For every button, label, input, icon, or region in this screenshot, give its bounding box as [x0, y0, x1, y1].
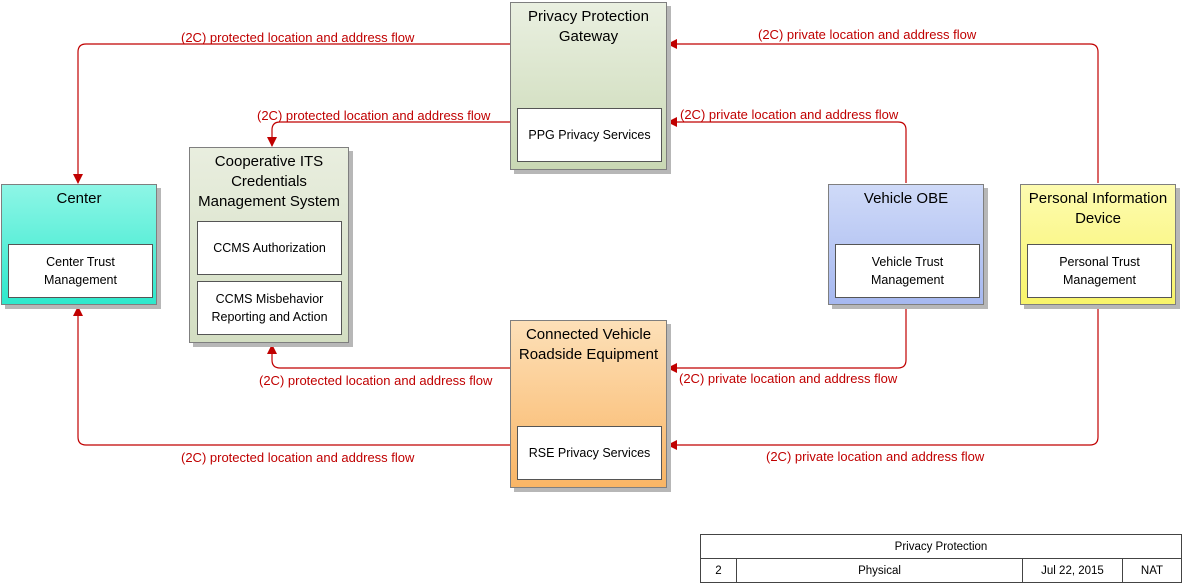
node-center[interactable]: Center Center Trust Management [1, 184, 157, 305]
flow-pid-to-ppg [667, 39, 1099, 183]
node-privacy-protection-gateway[interactable]: Privacy Protection Gateway PPG Privacy S… [510, 2, 667, 170]
node-title: Center [56, 190, 102, 207]
flow-obe-to-rse [667, 305, 907, 373]
vehicle-trust-management[interactable]: Vehicle Trust Management [835, 244, 980, 298]
flow-label-pid-ppg: (2C) private location and address flow [758, 27, 977, 42]
node-title: Privacy Protection Gateway [528, 8, 649, 45]
ccms-authorization[interactable]: CCMS Authorization [197, 221, 342, 275]
flow-label-obe-rse: (2C) private location and address flow [679, 371, 898, 386]
title-block-number: 2 [701, 559, 737, 583]
flow-rse-to-center [73, 306, 510, 446]
flow-label-obe-ppg: (2C) private location and address flow [680, 107, 899, 122]
node-personal-information-device[interactable]: Personal Information Device Personal Tru… [1020, 184, 1176, 305]
flow-rse-to-ccms [267, 344, 510, 369]
node-vehicle-obe[interactable]: Vehicle OBE Vehicle Trust Management [828, 184, 984, 305]
flow-label-rse-ccms: (2C) protected location and address flow [259, 373, 493, 388]
node-title: Vehicle OBE [863, 190, 949, 207]
ppg-privacy-services[interactable]: PPG Privacy Services [517, 108, 662, 162]
flow-ppg-to-center [73, 43, 510, 184]
node-title: Connected Vehicle Roadside Equipment [518, 326, 659, 363]
title-block: Privacy Protection 2 Physical Jul 22, 20… [700, 534, 1182, 583]
node-title: Cooperative ITS Credentials Management S… [198, 153, 340, 210]
title-block-view: Physical [737, 559, 1023, 583]
title-block-date: Jul 22, 2015 [1023, 559, 1123, 583]
flow-label-pid-rse: (2C) private location and address flow [766, 449, 985, 464]
flow-pid-to-rse [667, 305, 1099, 450]
flow-label-ppg-center: (2C) protected location and address flow [181, 30, 415, 45]
personal-trust-management[interactable]: Personal Trust Management [1027, 244, 1172, 298]
rse-privacy-services[interactable]: RSE Privacy Services [517, 426, 662, 480]
flow-label-rse-center: (2C) protected location and address flow [181, 450, 415, 465]
flow-label-ppg-ccms: (2C) protected location and address flow [257, 108, 491, 123]
flow-ppg-to-ccms [267, 121, 510, 147]
flow-obe-to-ppg [667, 117, 907, 183]
node-title: Personal Information Device [1028, 190, 1168, 227]
title-block-author: NAT [1140, 565, 1164, 577]
center-trust-management[interactable]: Center Trust Management [8, 244, 153, 298]
title-block-title: Privacy Protection [701, 535, 1181, 559]
ccms-misbehavior-reporting[interactable]: CCMS Misbehavior Reporting and Action [197, 281, 342, 335]
node-roadside-equipment[interactable]: Connected Vehicle Roadside Equipment RSE… [510, 320, 667, 488]
node-ccms[interactable]: Cooperative ITS Credentials Management S… [189, 147, 349, 343]
